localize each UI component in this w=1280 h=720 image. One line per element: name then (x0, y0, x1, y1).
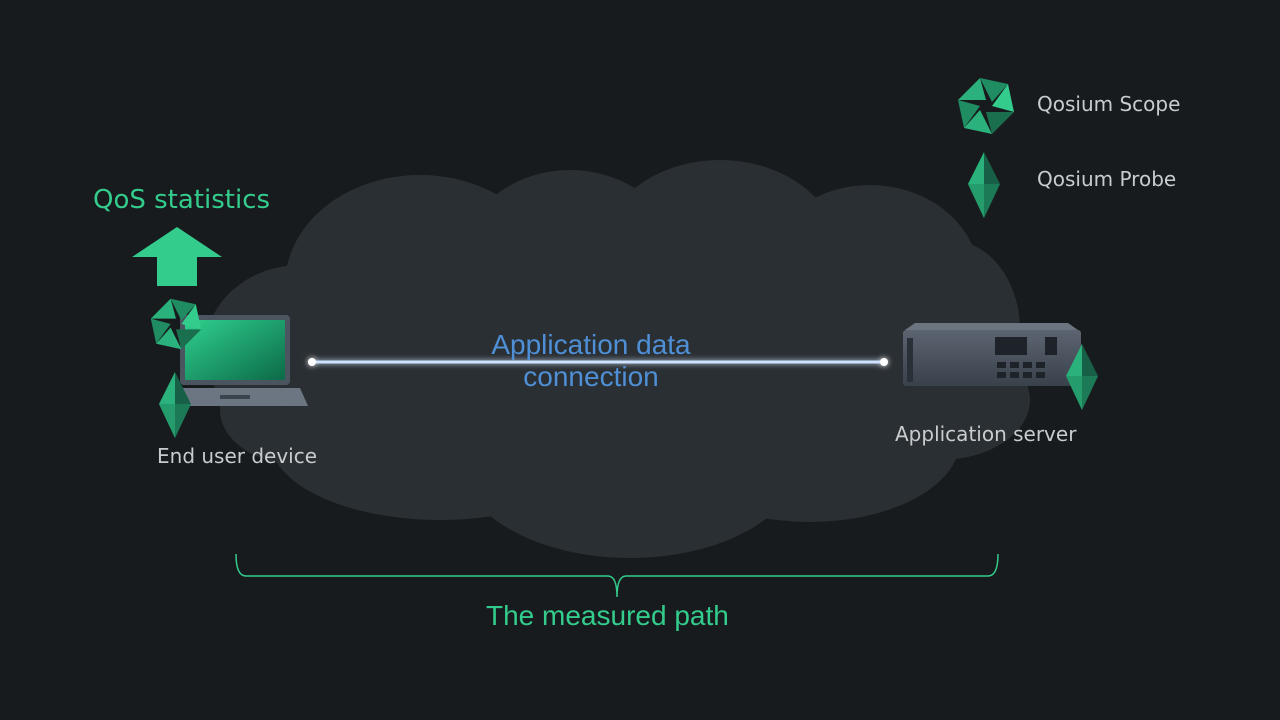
qosium-probe-icon (968, 152, 1000, 218)
legend-label-scope: Qosium Scope (1037, 92, 1181, 116)
application-data-connection (308, 358, 888, 366)
qosium-scope-icon (958, 78, 1014, 134)
connection-label-line1: Application data (491, 329, 691, 360)
measured-path-brace (235, 553, 999, 598)
connection-label-line2: connection (523, 361, 659, 392)
qos-statistics-label: QoS statistics (93, 185, 271, 215)
qos-statistics-arrow (132, 227, 222, 286)
qosium-scope-icon (150, 298, 202, 350)
qosium-probe-icon (159, 372, 191, 438)
measured-path-label: The measured path (486, 600, 729, 631)
laptop-icon (162, 315, 308, 406)
end-user-device-label: End user device (157, 444, 318, 468)
application-server-label: Application server (895, 422, 1077, 446)
qosium-probe-icon (1066, 344, 1098, 410)
connection-label: Application data connection (441, 329, 741, 393)
legend-label-probe: Qosium Probe (1037, 167, 1177, 191)
server-icon (903, 323, 1081, 386)
